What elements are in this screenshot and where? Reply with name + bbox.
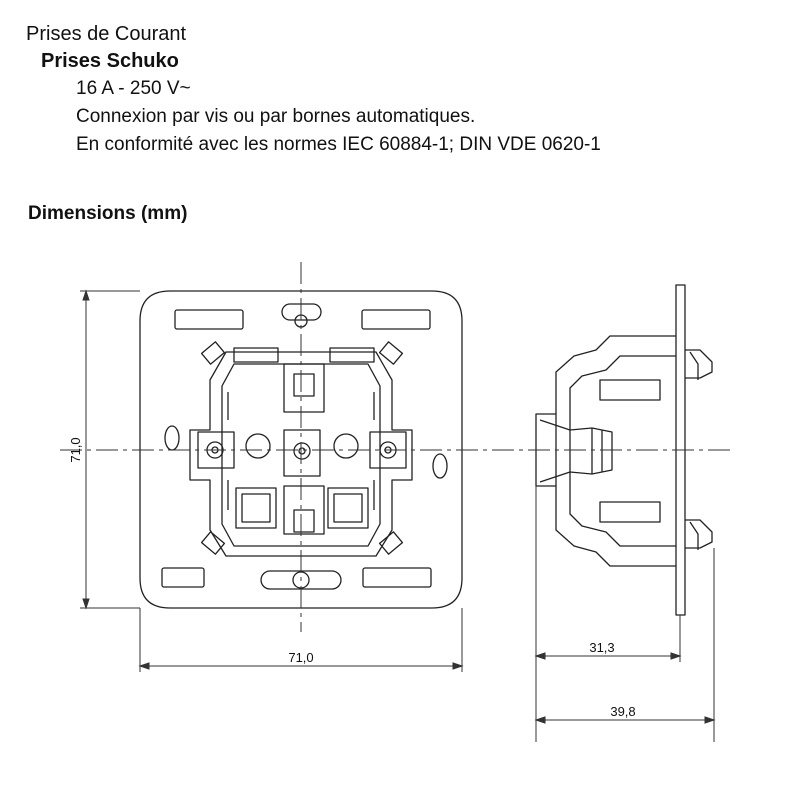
connection-text: Connexion par vis ou par bornes automati… [76, 106, 476, 127]
height-dimension-label: 71,0 [68, 437, 83, 462]
width-dimension-label: 71,0 [288, 650, 313, 665]
category-title: Prises de Courant [26, 23, 187, 45]
bottom-keyhole [260, 570, 342, 590]
rating-text: 16 A - 250 V~ [76, 78, 191, 99]
depth-b-dimension-label: 39,8 [610, 704, 635, 719]
centre-terminal [283, 429, 321, 477]
dimensions-title: Dimensions (mm) [28, 203, 188, 224]
bottom-left-slot [161, 567, 205, 588]
side-body-outline [555, 335, 676, 567]
socket-body [189, 351, 413, 557]
front-view [139, 290, 463, 609]
depth-a-dimension-label: 31,3 [589, 640, 614, 655]
product-title: Prises Schuko [41, 50, 179, 72]
front-frame-outline [139, 290, 463, 609]
top-right-slot [361, 309, 431, 330]
top-keyhole [281, 303, 322, 321]
standards-text: En conformité avec les normes IEC 60884-… [76, 134, 601, 155]
bottom-right-slot [362, 567, 432, 588]
top-left-slot [174, 309, 244, 330]
